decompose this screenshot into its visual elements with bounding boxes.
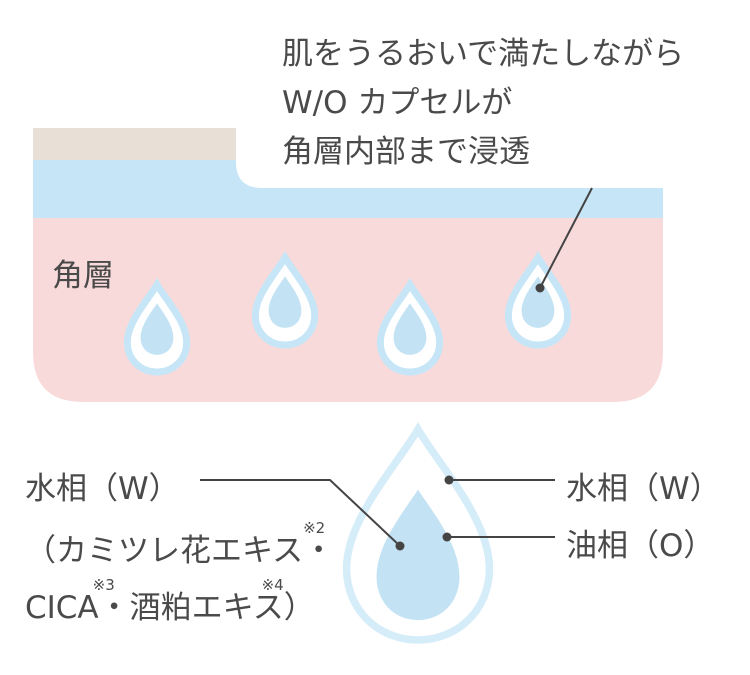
left-label-leader-line bbox=[200, 479, 401, 547]
stratum-corneum-layer bbox=[33, 218, 663, 402]
outer-phase-leader-dot bbox=[444, 475, 454, 485]
skin-top-layer bbox=[33, 128, 243, 164]
inner-phase-leader-dot bbox=[442, 532, 452, 542]
left-label-leader-dot bbox=[395, 541, 405, 551]
water-phase-left-label: 水相（W） bbox=[25, 471, 180, 507]
caption-leader-line bbox=[539, 187, 593, 289]
caption-text: 肌をうるおいで満たしながら W/O カプセルが 角層内部まで浸透 bbox=[282, 30, 684, 177]
note-4: ※4 bbox=[261, 576, 284, 594]
ingredients-line-1: （カミツレ花エキス※2・ bbox=[25, 519, 335, 570]
caption-line-2: W/O カプセルが bbox=[282, 85, 513, 121]
large-capsule bbox=[347, 429, 490, 640]
ingredient-sake-lees: 酒粕エキス※4 bbox=[129, 576, 284, 626]
stratum-corneum-label: 角層 bbox=[52, 258, 114, 294]
ingredients-close-paren: ） bbox=[283, 590, 315, 626]
ingredient-chamomile: （カミツレ花エキス bbox=[25, 533, 304, 569]
ingredient-dot-2: ※3・ bbox=[92, 576, 130, 626]
water-phase-right-label: 水相（W） bbox=[566, 471, 721, 507]
note-3: ※3 bbox=[92, 576, 115, 594]
note-2: ※2 bbox=[303, 519, 326, 537]
ingredients-line-2: CICA※3・酒粕エキス※4） bbox=[25, 576, 315, 627]
caption-leader-dot bbox=[535, 283, 545, 293]
oil-phase-right-label: 油相（O） bbox=[566, 528, 715, 564]
caption-panel bbox=[236, 0, 750, 188]
caption-line-3: 角層内部まで浸透 bbox=[282, 134, 530, 170]
ingredient-dot-1: ※2・ bbox=[303, 519, 335, 569]
caption-line-1: 肌をうるおいで満たしながら bbox=[282, 36, 685, 72]
ingredient-cica: CICA bbox=[25, 590, 99, 626]
